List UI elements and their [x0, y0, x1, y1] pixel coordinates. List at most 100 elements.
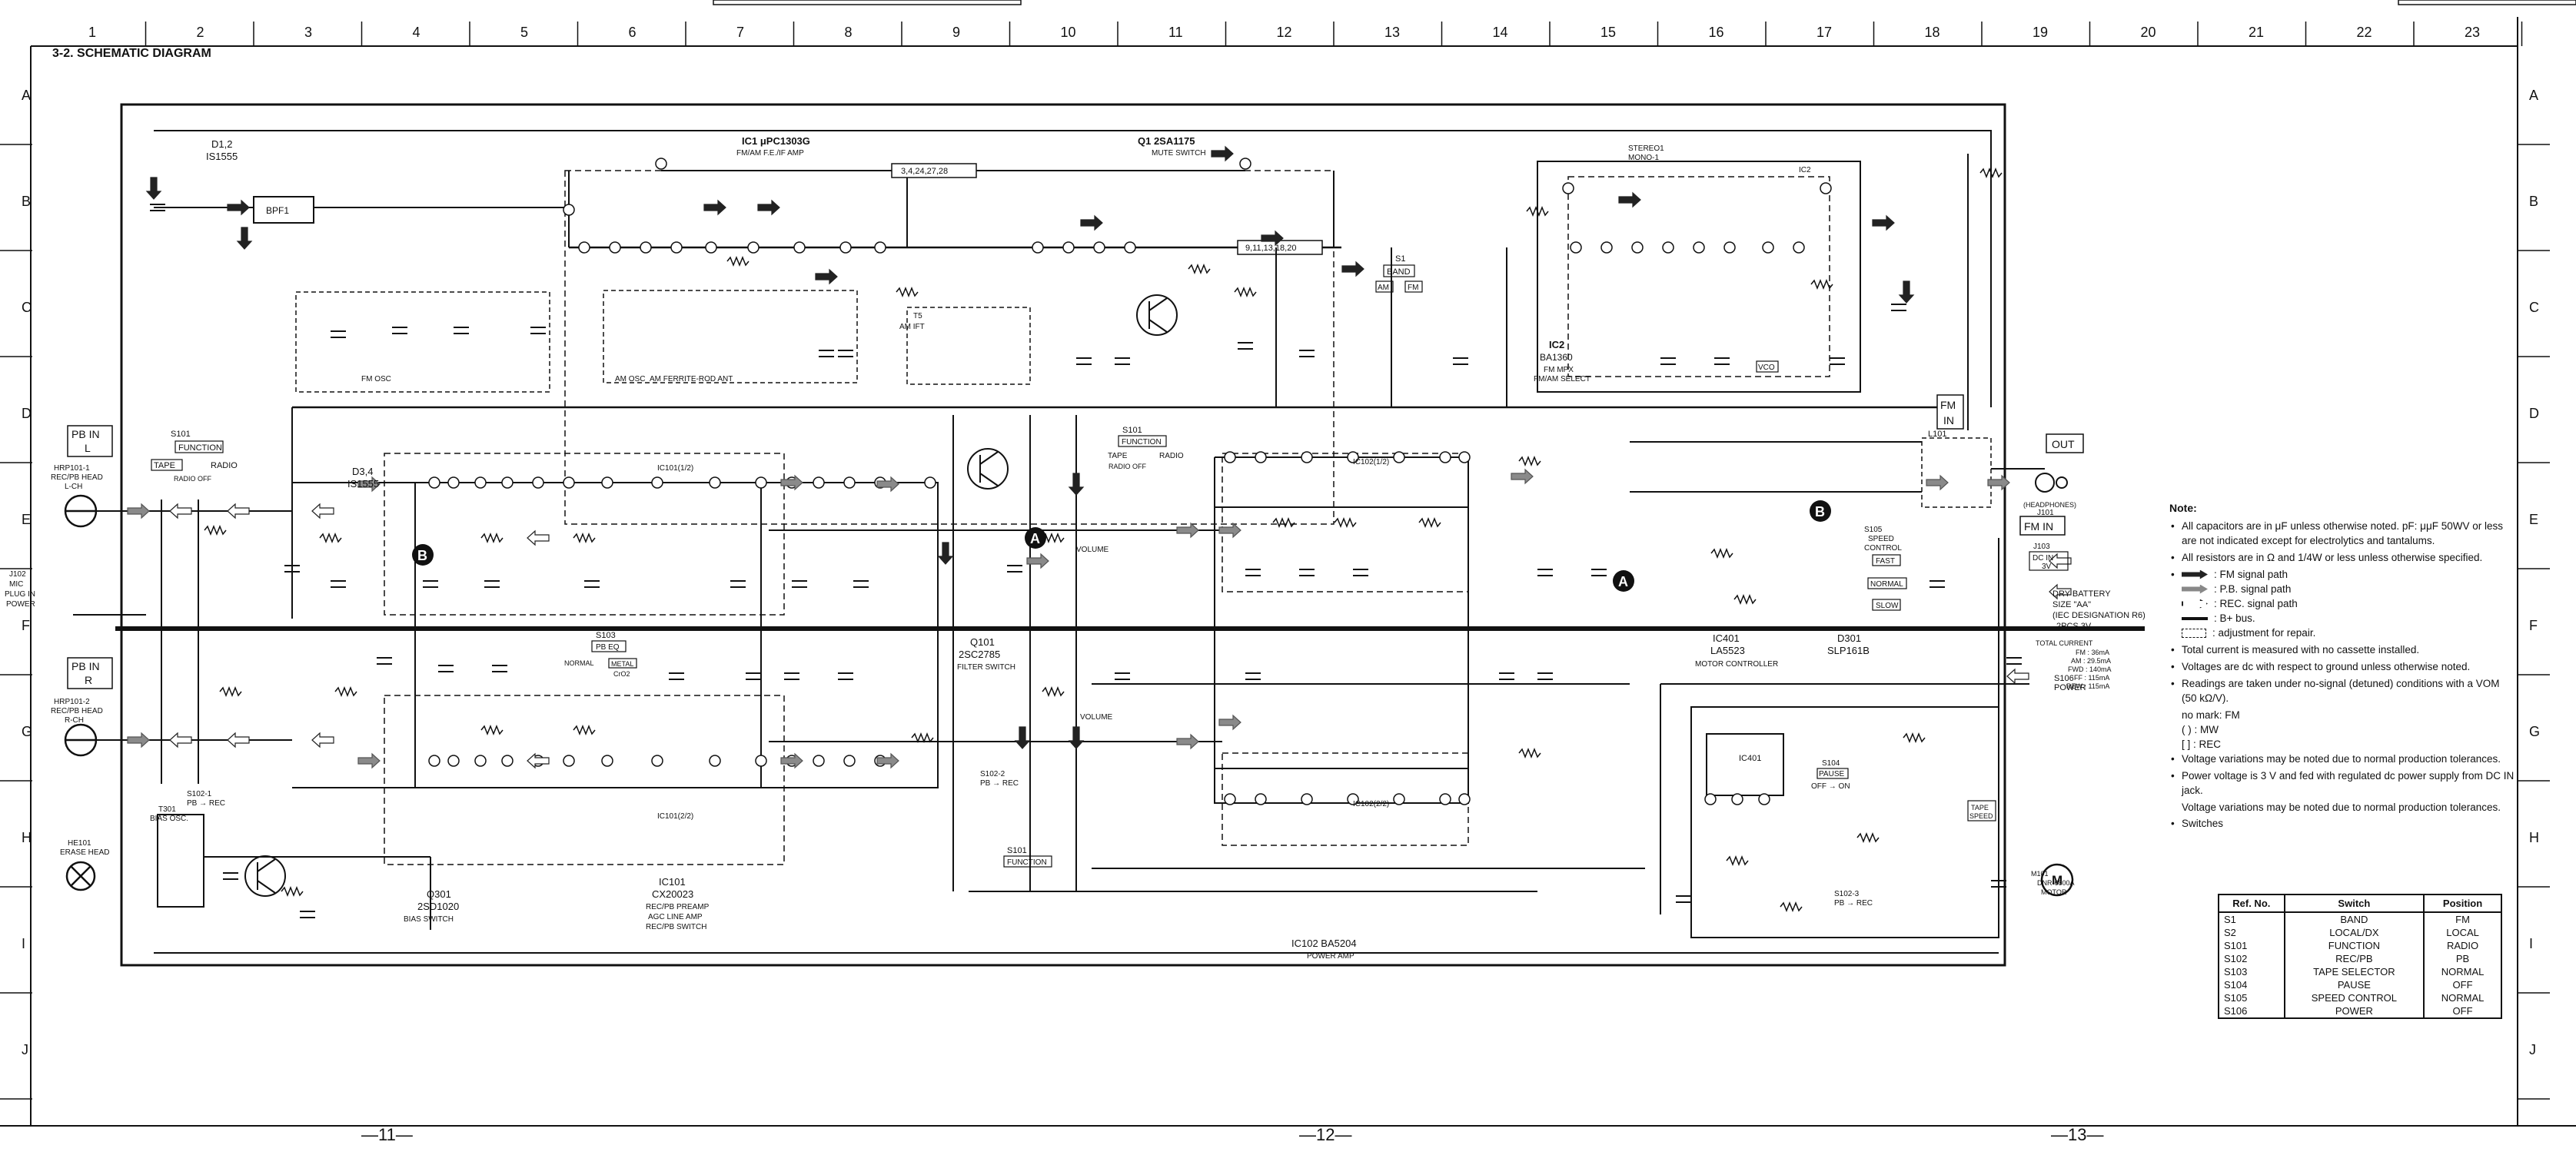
fm-osc-label: FM OSC — [361, 375, 391, 383]
ic-pin — [532, 476, 544, 489]
q1-name: Q1 2SA1175 — [1138, 135, 1195, 147]
s101-tape-mid: TAPE — [1108, 452, 1128, 460]
s101-ref-mid: S101 — [1122, 426, 1142, 435]
ic-pin — [1093, 241, 1105, 254]
section-title: 3-2. SCHEMATIC DIAGRAM — [52, 47, 211, 60]
s101-function-mid: FUNCTION — [1122, 438, 1162, 446]
switch-ref: S103 — [2218, 965, 2285, 978]
note-resistors: All resistors are in Ω and 1/4W or less … — [2171, 550, 2515, 565]
j103-voltage: 3V — [2042, 563, 2052, 571]
s105-ref: S105 — [1864, 526, 1883, 534]
headphone-jack-symbol — [2035, 473, 2068, 493]
ref-mark-b-1: B — [412, 544, 434, 566]
switch-ref: S2 — [2218, 926, 2285, 939]
ic-pin — [1820, 182, 1832, 194]
column-number: 1 — [88, 25, 96, 40]
row-letter: G — [22, 724, 32, 739]
ic-pin — [1458, 451, 1471, 463]
ic101-function-3: REC/PB SWITCH — [646, 923, 706, 931]
total-current-am: AM : 29.5mA — [2071, 657, 2111, 665]
row-letter: H — [22, 830, 32, 845]
column-number: 12 — [1277, 25, 1292, 40]
s101-function: FUNCTION — [178, 443, 222, 453]
s102-2-ref: S102-2 — [980, 770, 1005, 778]
legend-pb: : P.B. signal path — [2214, 583, 2292, 595]
switch-name: TAPE SELECTOR — [2283, 965, 2425, 978]
ic2-function-2: FM/AM SELECT — [1534, 375, 1590, 383]
ic-pin — [924, 476, 936, 489]
ic-pin — [1032, 241, 1044, 254]
svg-text:FM: FM — [1940, 399, 1956, 411]
mic-label: MIC — [9, 580, 23, 589]
ic102-function: POWER AMP — [1307, 952, 1354, 961]
s101-radio-off: RADIO OFF — [174, 475, 212, 483]
s106-ref: S106 — [2054, 674, 2074, 683]
vco-label: VCO — [1758, 363, 1775, 372]
ic-pin — [1301, 451, 1313, 463]
j103-dc-in: DC IN — [2033, 554, 2053, 563]
switch-ref: S102 — [2218, 952, 2285, 965]
fm-path-icon — [2182, 569, 2208, 579]
column-number: 14 — [1493, 25, 1508, 40]
ic-pin — [501, 476, 514, 489]
svg-text:A: A — [1618, 574, 1628, 589]
ic-pin — [1723, 241, 1736, 254]
s101-radio-off-mid: RADIO OFF — [1109, 463, 1147, 470]
ic-pin — [1662, 241, 1674, 254]
s102-3-ref: S102-3 — [1834, 890, 1860, 898]
note-total-current: Total current is measured with no casset… — [2171, 642, 2515, 657]
signal-path-arrows — [127, 145, 2072, 769]
s105-fast: FAST — [1876, 557, 1895, 566]
switch-ref: S104 — [2218, 978, 2285, 991]
ic101-name: IC101 — [659, 876, 686, 888]
passive-components — [150, 167, 2022, 918]
s103-normal: NORMAL — [564, 659, 594, 667]
d12-name: D1,2 — [211, 138, 232, 150]
q101-name: Q101 — [970, 636, 995, 648]
ic-pin — [793, 241, 806, 254]
ic-pin — [1631, 241, 1644, 254]
fm-in-top-box: FM IN — [1936, 394, 1964, 430]
s104-pause: PAUSE — [1819, 770, 1844, 778]
s103-ref: S103 — [596, 631, 616, 640]
page-number-11: —11— — [361, 1125, 413, 1144]
column-number: 11 — [1168, 25, 1183, 40]
ic-pin — [813, 476, 825, 489]
column-number: 23 — [2465, 25, 2480, 40]
legend-fm: : FM signal path — [2214, 569, 2288, 580]
ic401-part: LA5523 — [1710, 645, 1745, 656]
out-box: OUT — [2046, 433, 2084, 453]
ic-pin — [1762, 241, 1774, 254]
row-letter: J — [2529, 1042, 2536, 1057]
mono-label: MONO-1 — [1628, 154, 1659, 162]
ic-pin — [1393, 451, 1405, 463]
row-letter: A — [2529, 88, 2538, 103]
switch-position: OFF — [2423, 1004, 2502, 1019]
svg-text:L: L — [85, 442, 91, 454]
pb-in-l-box: PB IN L — [67, 425, 113, 457]
bpf1-label: BPF1 — [266, 205, 289, 216]
s103-cro2: CrO2 — [613, 670, 630, 678]
ic101-half2-label: IC101(2/2) — [657, 812, 693, 821]
total-current-ff: FF : 115mA — [2074, 674, 2109, 682]
fm-in-right-box: FM IN — [2019, 516, 2066, 536]
svg-text:A: A — [1030, 531, 1040, 546]
row-letter: F — [22, 618, 30, 633]
s1-label: S1 — [1395, 254, 1405, 264]
column-number: 3 — [304, 25, 312, 40]
q1-function: MUTE SWITCH — [1152, 149, 1206, 158]
switch-name: SPEED CONTROL — [2283, 991, 2425, 1004]
switch-position: PB — [2423, 952, 2502, 965]
note-voltages: Voltages are dc with respect to ground u… — [2171, 659, 2515, 674]
s102-3-mode: PB → REC — [1834, 899, 1873, 908]
column-number: 10 — [1061, 25, 1076, 40]
switch-position: LOCAL — [2423, 926, 2502, 939]
ic-pin — [655, 158, 667, 170]
ic-pin — [601, 755, 613, 767]
column-number: 13 — [1384, 25, 1400, 40]
row-letter: B — [2529, 194, 2538, 209]
